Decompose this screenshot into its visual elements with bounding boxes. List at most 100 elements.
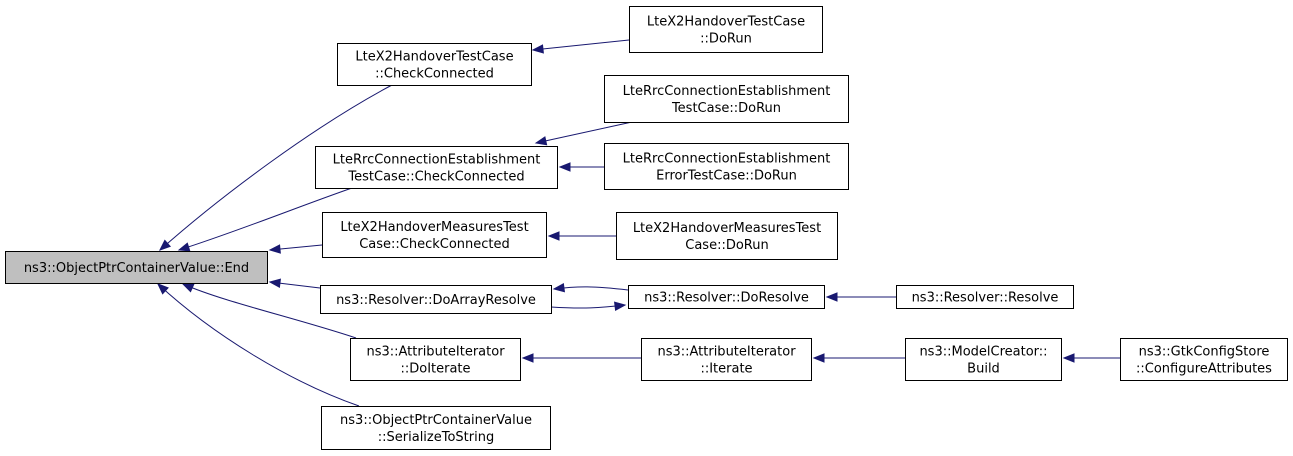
node-label: ns3::GtkConfigStore <box>1139 345 1270 360</box>
node-label: TestCase::DoRun <box>671 101 781 116</box>
edge-line <box>532 39 630 51</box>
node-label: LteX2HandoverMeasuresTest <box>340 220 528 235</box>
node-dres[interactable]: ns3::Resolver::DoResolve <box>628 285 825 309</box>
edge-line <box>553 286 629 291</box>
arrowhead-icon <box>268 244 281 254</box>
node-label: LteRrcConnectionEstablishment <box>623 152 831 167</box>
node-label: ns3::ObjectPtrContainerValue::End <box>24 261 249 276</box>
node-label: Case::DoRun <box>685 238 768 253</box>
node-label: ns3::ModelCreator:: <box>919 345 1047 360</box>
node-label: LteX2HandoverMeasuresTest <box>633 221 821 236</box>
node-x2run[interactable]: LteX2HandoverTestCase::DoRun <box>629 6 823 53</box>
edge-x2cc-to-end <box>158 84 393 251</box>
node-label: Case::CheckConnected <box>359 237 510 252</box>
arrowhead-icon <box>268 278 281 288</box>
arrowhead-icon <box>181 283 195 293</box>
node-box[interactable] <box>321 406 551 450</box>
arrowhead-icon <box>157 283 169 295</box>
node-doiter[interactable]: ns3::AttributeIterator::DoIterate <box>350 338 521 381</box>
arrowhead-icon <box>812 353 825 363</box>
node-label: ::SerializeToString <box>378 430 494 445</box>
node-iter[interactable]: ns3::AttributeIterator::Iterate <box>641 338 812 381</box>
node-end[interactable]: ns3::ObjectPtrContainerValue::End <box>5 251 268 284</box>
edge-doiter-to-end <box>181 283 357 339</box>
arrowhead-icon <box>177 242 191 252</box>
node-gtk[interactable]: ns3::GtkConfigStore::ConfigureAttributes <box>1120 338 1288 381</box>
node-box[interactable] <box>315 146 558 189</box>
arrowhead-icon <box>547 231 560 241</box>
node-ser[interactable]: ns3::ObjectPtrContainerValue::SerializeT… <box>321 406 551 450</box>
node-box[interactable] <box>629 6 823 53</box>
node-rrcerr[interactable]: LteRrcConnectionEstablishmentErrorTestCa… <box>604 143 849 190</box>
node-label: ns3::Resolver::DoArrayResolve <box>336 293 536 308</box>
node-label: ErrorTestCase::DoRun <box>656 169 797 184</box>
node-darr[interactable]: ns3::Resolver::DoArrayResolve <box>320 285 552 314</box>
node-mcb[interactable]: ns3::ModelCreator::Build <box>905 338 1062 381</box>
node-rrccc[interactable]: LteRrcConnectionEstablishmentTestCase::C… <box>315 146 558 189</box>
edge-rrccc-to-end <box>177 187 353 252</box>
node-box[interactable] <box>641 338 812 381</box>
node-label: ns3::AttributeIterator <box>657 345 796 360</box>
node-res[interactable]: ns3::Resolver::Resolve <box>896 285 1074 309</box>
node-box[interactable] <box>350 338 521 381</box>
node-x2cc[interactable]: LteX2HandoverTestCase::CheckConnected <box>337 43 532 86</box>
node-box[interactable] <box>5 251 268 284</box>
arrowhead-icon <box>1062 353 1075 363</box>
node-label: LteRrcConnectionEstablishment <box>623 84 831 99</box>
node-label: ns3::ObjectPtrContainerValue <box>340 413 532 428</box>
node-label: ::CheckConnected <box>375 67 494 82</box>
edge-darr-to-dres <box>550 301 627 311</box>
node-label: LteX2HandoverTestCase <box>647 15 805 30</box>
arrowhead-icon <box>552 282 566 293</box>
arrowhead-icon <box>158 239 171 251</box>
arrowhead-icon <box>521 353 534 363</box>
node-label: LteX2HandoverTestCase <box>355 50 513 65</box>
edge-rrcerr-to-rrccc <box>558 162 604 172</box>
arrowhead-icon <box>531 44 544 54</box>
node-box[interactable] <box>616 212 838 260</box>
edge-mcb-to-iter <box>812 353 905 363</box>
edge-line <box>159 84 393 251</box>
node-box[interactable] <box>1120 338 1288 381</box>
node-box[interactable] <box>604 143 849 190</box>
node-label: ::Iterate <box>700 362 752 377</box>
edge-gtk-to-mcb <box>1062 353 1120 363</box>
arrowhead-icon <box>534 136 548 146</box>
node-box[interactable] <box>322 212 547 258</box>
node-label: ns3::Resolver::DoResolve <box>644 291 809 306</box>
edge-darr-to-end <box>268 278 321 289</box>
node-label: ns3::Resolver::Resolve <box>912 291 1059 306</box>
node-box[interactable] <box>337 43 532 86</box>
node-label: Build <box>967 362 1000 377</box>
edge-res-to-dres <box>825 292 896 302</box>
node-box[interactable] <box>896 285 1074 309</box>
edge-iter-to-doiter <box>521 353 641 363</box>
arrowhead-icon <box>558 162 571 172</box>
arrowhead-icon <box>614 301 627 311</box>
node-label: ::DoRun <box>700 32 752 47</box>
node-label: ::DoIterate <box>400 362 470 377</box>
node-box[interactable] <box>320 285 552 314</box>
edge-ser-to-end <box>157 283 360 407</box>
edge-line <box>178 187 353 251</box>
edge-x2run-to-x2cc <box>531 39 630 54</box>
graph-nodes: ns3::ObjectPtrContainerValue::End LteX2Ha… <box>5 6 1288 450</box>
arrowhead-icon <box>825 292 838 302</box>
node-label: TestCase::CheckConnected <box>347 170 524 185</box>
node-label: ::ConfigureAttributes <box>1136 362 1272 377</box>
edge-line <box>182 283 357 339</box>
edge-x2mcc-to-end <box>268 244 323 254</box>
node-box[interactable] <box>604 75 849 123</box>
graph-edges <box>157 39 1120 407</box>
node-x2mcc[interactable]: LteX2HandoverMeasuresTestCase::CheckConn… <box>322 212 547 258</box>
node-box[interactable] <box>905 338 1062 381</box>
node-label: LteRrcConnectionEstablishment <box>333 153 541 168</box>
edge-line <box>535 121 633 144</box>
edge-line <box>550 304 626 309</box>
edge-x2mrun-to-x2mcc <box>547 231 616 241</box>
edge-line <box>157 283 360 407</box>
node-rrcrun[interactable]: LteRrcConnectionEstablishmentTestCase::D… <box>604 75 849 123</box>
node-box[interactable] <box>628 285 825 309</box>
